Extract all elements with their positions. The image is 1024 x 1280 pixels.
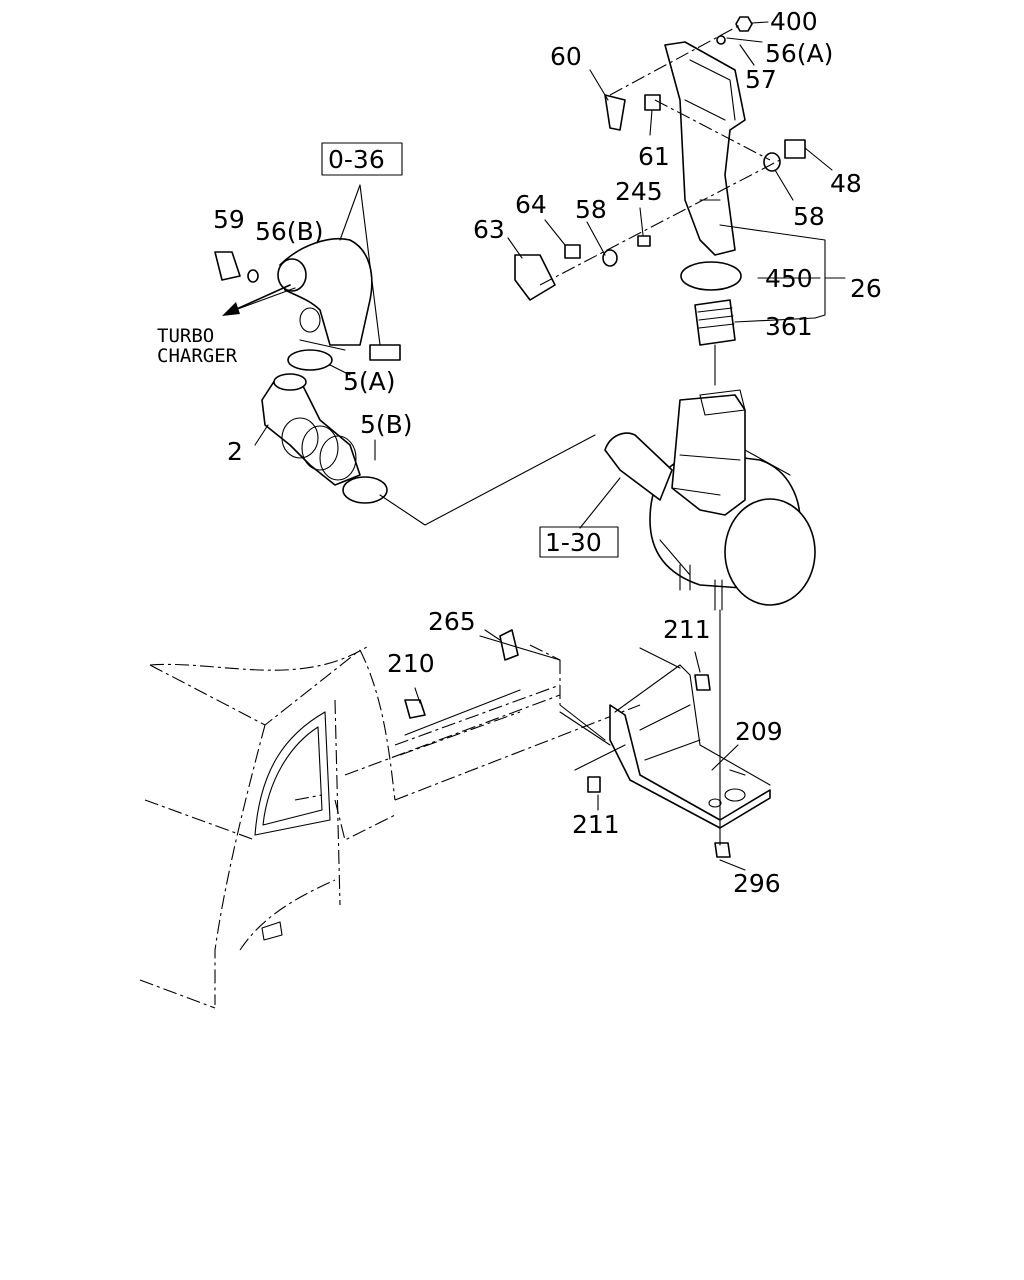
callout-5a: 5(A) bbox=[343, 367, 396, 396]
callout-130: 1-30 bbox=[545, 528, 602, 557]
turbo-label-line1: TURBO bbox=[157, 325, 214, 347]
callout-036: 0-36 bbox=[328, 145, 385, 174]
callout-56b: 56(B) bbox=[255, 217, 323, 246]
callout-63: 63 bbox=[473, 215, 505, 244]
callout-265: 265 bbox=[428, 607, 476, 636]
callout-245: 245 bbox=[615, 177, 663, 206]
callout-58-right: 58 bbox=[793, 202, 825, 231]
callout-450: 450 bbox=[765, 264, 813, 293]
callout-60: 60 bbox=[550, 42, 582, 71]
callout-58-left: 58 bbox=[575, 195, 607, 224]
ref-box-130 bbox=[539, 526, 619, 558]
callout-48: 48 bbox=[830, 169, 862, 198]
callout-56a: 56(A) bbox=[765, 39, 833, 68]
callout-211-bottom: 211 bbox=[572, 810, 620, 839]
callout-211-top: 211 bbox=[663, 615, 711, 644]
callout-57: 57 bbox=[745, 65, 777, 94]
bracket-57 bbox=[664, 41, 746, 256]
ref-box-036 bbox=[321, 142, 403, 176]
chassis-rail bbox=[344, 644, 681, 801]
bracket-209 bbox=[609, 664, 771, 829]
air-cleaner bbox=[604, 389, 816, 611]
turbo-label-line2: CHARGER bbox=[157, 345, 238, 367]
callout-labels: 400 56(A) 60 57 61 48 58 58 64 245 63 45… bbox=[157, 7, 882, 898]
callout-2: 2 bbox=[227, 437, 243, 466]
callout-361: 361 bbox=[765, 312, 813, 341]
inlet-pipe bbox=[277, 238, 373, 371]
callout-5b: 5(B) bbox=[360, 410, 413, 439]
callout-210: 210 bbox=[387, 649, 435, 678]
truck-cab bbox=[139, 644, 396, 1009]
callout-400: 400 bbox=[770, 7, 818, 36]
callout-296: 296 bbox=[733, 869, 781, 898]
callout-64: 64 bbox=[515, 190, 547, 219]
turbo-arrow bbox=[222, 284, 291, 316]
callout-61: 61 bbox=[638, 142, 670, 171]
small-parts bbox=[214, 16, 806, 858]
leader-lines bbox=[234, 21, 846, 871]
callout-209: 209 bbox=[735, 717, 783, 746]
callout-26: 26 bbox=[850, 274, 882, 303]
duct-2 bbox=[261, 373, 388, 504]
callout-59: 59 bbox=[213, 205, 245, 234]
